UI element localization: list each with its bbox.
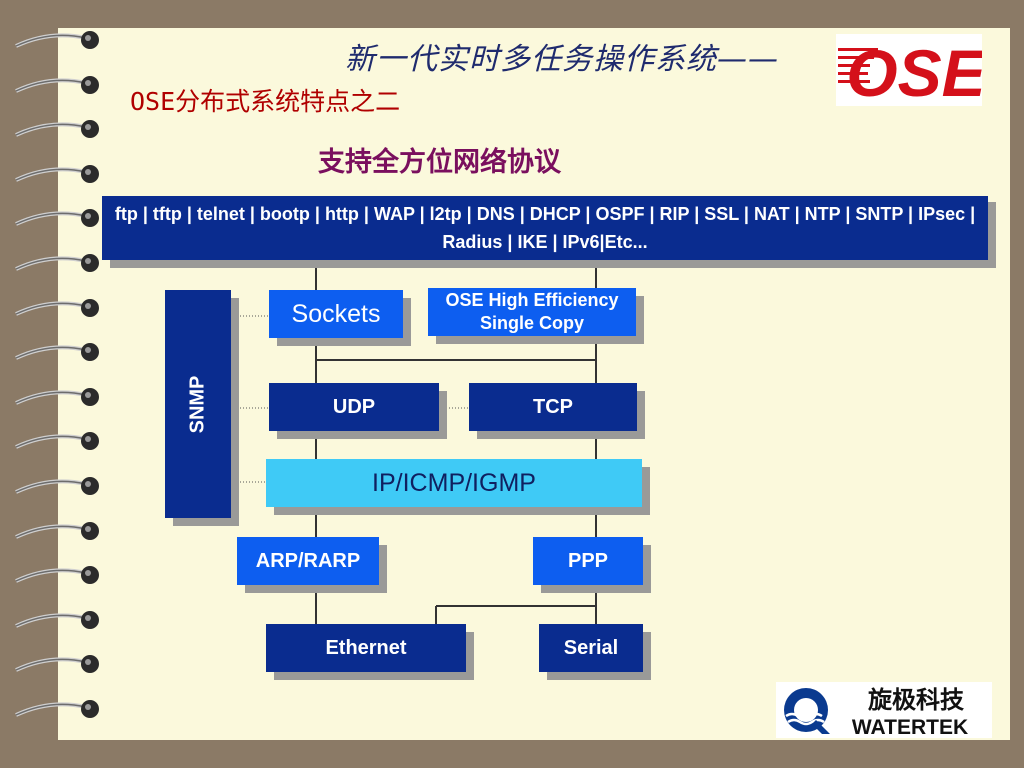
binding-ring (15, 75, 99, 94)
watertek-logo: 旋极科技 WATERTEK (776, 682, 992, 739)
binding-ring (15, 387, 99, 406)
application-protocols-bar: ftp | tftp | telnet | bootp | http | WAP… (102, 196, 988, 260)
section-heading: 支持全方位网络协议 (318, 147, 561, 178)
ose-single-copy-box: OSE High Efficiency Single Copy (428, 288, 636, 336)
watertek-cn: 旋极科技 (867, 686, 965, 714)
ip-icmp-igmp-box: IP/ICMP/IGMP (266, 459, 642, 507)
ose-logo: OSE (836, 34, 988, 110)
page-title: 新一代实时多任务操作系统—— (345, 42, 779, 77)
tcp-box: TCP (469, 383, 637, 431)
snmp-box: SNMP (165, 290, 231, 518)
binding-ring (15, 298, 99, 317)
binding-ring (15, 209, 99, 228)
ppp-box: PPP (533, 537, 643, 585)
binding-ring (15, 521, 99, 540)
watertek-en: WATERTEK (852, 716, 968, 738)
binding-ring (15, 477, 99, 495)
ose-logo-text: OSE (846, 36, 982, 106)
snmp-label: SNMP (186, 375, 209, 433)
binding-ring (15, 610, 99, 629)
binding-ring (15, 566, 99, 585)
binding-ring (15, 31, 99, 49)
binding-ring (15, 343, 99, 362)
binding-ring (15, 120, 99, 139)
arp-rarp-box: ARP/RARP (237, 537, 379, 585)
binding-ring (15, 700, 99, 718)
ethernet-box: Ethernet (266, 624, 466, 672)
udp-box: UDP (269, 383, 439, 431)
sockets-box: Sockets (269, 290, 403, 338)
page-subtitle: OSE分布式系统特点之二 (130, 87, 401, 116)
binding-ring (15, 432, 99, 451)
binding-ring (15, 655, 99, 674)
binding-ring (15, 164, 99, 183)
serial-box: Serial (539, 624, 643, 672)
binding-ring (15, 254, 99, 272)
